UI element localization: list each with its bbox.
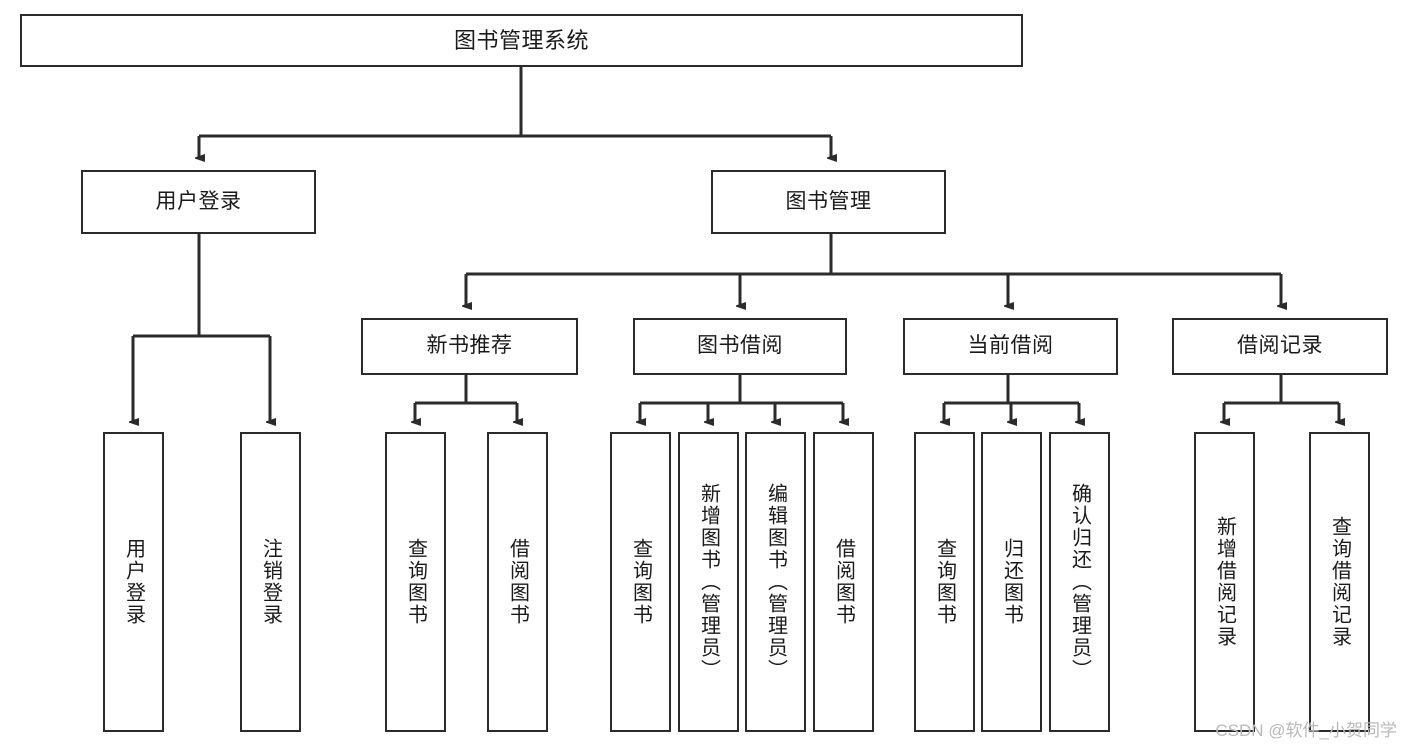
node-label: 归还图书	[1000, 538, 1023, 626]
node-new-book-recommend[interactable]: 新书推荐	[361, 318, 578, 375]
node-label: 借阅图书	[506, 538, 529, 626]
node-label: 图书管理系统	[453, 27, 589, 53]
node-leaf-confirm-return[interactable]: 确认归还（管理员）	[1049, 432, 1110, 732]
node-label: 查询借阅记录	[1328, 516, 1351, 648]
node-label: 注销登录	[259, 538, 282, 626]
node-label: 查询图书	[404, 538, 427, 626]
node-leaf-query-book-1[interactable]: 查询图书	[385, 432, 446, 732]
node-label: 借阅图书	[832, 538, 855, 626]
node-user-login[interactable]: 用户登录	[81, 170, 316, 234]
node-label: 新增借阅记录	[1213, 516, 1236, 648]
node-label: 查询图书	[933, 538, 956, 626]
node-label: 用户登录	[155, 189, 242, 213]
node-label: 编辑图书（管理员）	[764, 483, 787, 681]
node-leaf-query-record[interactable]: 查询借阅记录	[1309, 432, 1370, 732]
node-label: 借阅记录	[1237, 334, 1323, 358]
node-leaf-add-record[interactable]: 新增借阅记录	[1194, 432, 1255, 732]
node-current-borrow[interactable]: 当前借阅	[903, 318, 1118, 375]
node-label: 新书推荐	[426, 334, 513, 358]
node-label: 图书管理	[785, 189, 872, 213]
node-leaf-query-book-2[interactable]: 查询图书	[610, 432, 671, 732]
node-leaf-add-book[interactable]: 新增图书（管理员）	[678, 432, 739, 732]
node-label: 查询图书	[629, 538, 652, 626]
node-label: 用户登录	[122, 538, 145, 626]
node-book-manage[interactable]: 图书管理	[711, 170, 946, 234]
node-leaf-query-book-3[interactable]: 查询图书	[914, 432, 975, 732]
node-borrow-record[interactable]: 借阅记录	[1172, 318, 1388, 375]
node-label: 确认归还（管理员）	[1068, 483, 1091, 681]
node-root-system[interactable]: 图书管理系统	[20, 14, 1023, 67]
node-label: 新增图书（管理员）	[697, 483, 720, 681]
node-leaf-borrow-book-2[interactable]: 借阅图书	[813, 432, 874, 732]
node-leaf-return-book[interactable]: 归还图书	[981, 432, 1042, 732]
node-book-borrow[interactable]: 图书借阅	[633, 318, 847, 375]
node-leaf-edit-book[interactable]: 编辑图书（管理员）	[745, 432, 806, 732]
node-label: 图书借阅	[697, 334, 783, 358]
node-leaf-user-login[interactable]: 用户登录	[103, 432, 164, 732]
node-label: 当前借阅	[967, 334, 1054, 358]
node-leaf-borrow-book-1[interactable]: 借阅图书	[487, 432, 548, 732]
node-leaf-logout-login[interactable]: 注销登录	[240, 432, 301, 732]
